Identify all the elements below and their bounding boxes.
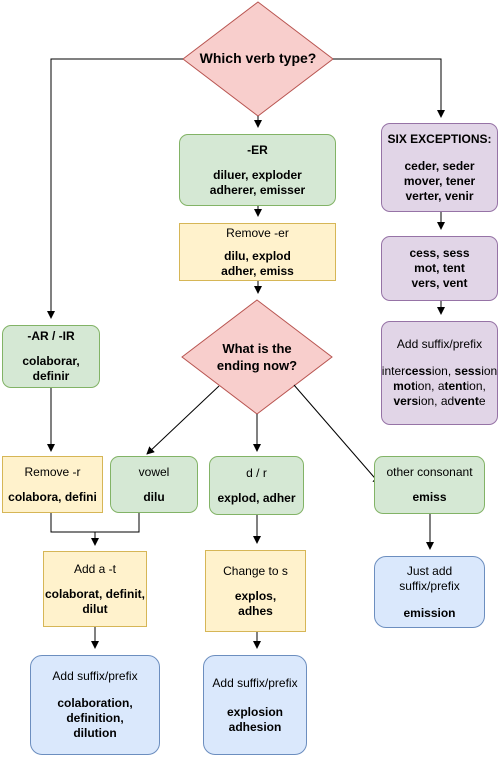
final-left-line1: colaboration, (57, 696, 133, 710)
final-left-line2: definition, (66, 711, 124, 725)
just-add-suffix-box: Just add suffix/prefix emission (374, 556, 485, 628)
exceptions-add-suffix-box: Add suffix/prefix intercession, session … (381, 321, 498, 425)
exc-suffix-line1: intercession, session (381, 364, 498, 378)
final-suffix-left-box: Add suffix/prefix colaboration, definiti… (30, 655, 160, 755)
stems-line2: mot, tent (414, 261, 465, 275)
exception-stems-box: cess, sess mot, tent vers, vent (381, 236, 498, 301)
just-add-heading: Just add suffix/prefix (399, 563, 460, 593)
vowel-box: vowel dilu (110, 456, 198, 513)
remove-er-box: Remove -er dilu, explod adher, emiss (179, 223, 336, 281)
add-a-t-line2: dilut (82, 601, 108, 616)
change-to-s-line2: adhes (238, 603, 273, 618)
six-exceptions-line1: ceder, seder (404, 158, 475, 173)
final-mid-heading: Add suffix/prefix (212, 675, 298, 690)
edge-ending-to-vowel (146, 385, 220, 455)
other-consonant-box: other consonant emiss (374, 456, 485, 514)
vowel-examples: dilu (143, 489, 165, 504)
ar-ir-verb-box: -AR / -IR colaborar, definir (2, 325, 100, 388)
change-to-s-line1: explos, (234, 588, 277, 603)
six-exceptions-line3: verter, venir (405, 188, 474, 203)
other-consonant-examples: emiss (412, 490, 447, 504)
er-examples-line1: diluer, exploder (213, 167, 302, 182)
decision-verb-type-label: Which verb type? (183, 50, 333, 66)
remove-r-examples: colabora, defini (8, 489, 97, 504)
edge-ending-to-other (293, 384, 381, 485)
decision-ending-line1: What is the (222, 341, 292, 356)
change-to-s-heading: Change to s (223, 563, 288, 578)
final-suffix-mid-box: Add suffix/prefix explosion adhesion (203, 655, 307, 755)
six-exceptions-line2: mover, tener (403, 173, 476, 188)
vowel-heading: vowel (138, 464, 170, 479)
dr-box: d / r explod, adher (209, 456, 304, 515)
remove-r-heading: Remove -r (24, 464, 81, 479)
remove-er-line1: dilu, explod (224, 248, 291, 263)
er-heading: -ER (247, 142, 268, 157)
exc-suffix-line3: version, advente (393, 394, 486, 408)
six-exceptions-box: SIX EXCEPTIONS: ceder, seder mover, tene… (381, 123, 498, 212)
decision-ending-line2: ending now? (216, 357, 298, 373)
change-to-s-box: Change to s explos, adhes (205, 550, 306, 632)
six-exceptions-heading: SIX EXCEPTIONS: (387, 131, 492, 146)
ar-ir-examples: colaborar, definir (22, 354, 80, 383)
edge-vowel-to-add-a-t (95, 513, 140, 533)
ar-ir-heading: -AR / -IR (27, 329, 75, 343)
er-examples-line2: adherer, emisser (209, 182, 306, 197)
stems-line1: cess, sess (409, 246, 470, 260)
remove-er-line2: adher, emiss (221, 263, 294, 278)
just-add-examples: emission (403, 605, 456, 620)
exc-suffix-line2: motion, atention, (393, 379, 486, 393)
dr-examples: explod, adher (217, 490, 296, 505)
final-mid-line2: adhesion (228, 719, 282, 734)
edge-verbtype-to-ar-ir (47, 58, 183, 319)
er-verb-box: -ER diluer, exploder adherer, emisser (179, 134, 336, 206)
remove-r-box: Remove -r colabora, defini (2, 456, 103, 513)
final-left-line3: dilution (73, 726, 117, 740)
stems-line3: vers, vent (411, 276, 468, 290)
final-left-heading: Add suffix/prefix (52, 669, 138, 683)
final-mid-line1: explosion (226, 704, 283, 719)
add-a-t-heading: Add a -t (73, 561, 117, 576)
exc-add-suffix-heading: Add suffix/prefix (396, 337, 483, 351)
dr-heading: d / r (246, 465, 267, 480)
add-a-t-line1: colaborat, definit, (44, 586, 145, 601)
other-consonant-heading: other consonant (386, 465, 473, 479)
decision-verb-type-text: Which verb type? (199, 50, 317, 66)
edge-remove-r-to-add-a-t (50, 513, 99, 546)
remove-er-heading: Remove -er (226, 225, 289, 240)
decision-ending-label: What is the ending now? (182, 341, 332, 375)
edge-verbtype-to-exceptions (333, 58, 445, 118)
add-a-t-box: Add a -t colaborat, definit, dilut (43, 551, 147, 627)
